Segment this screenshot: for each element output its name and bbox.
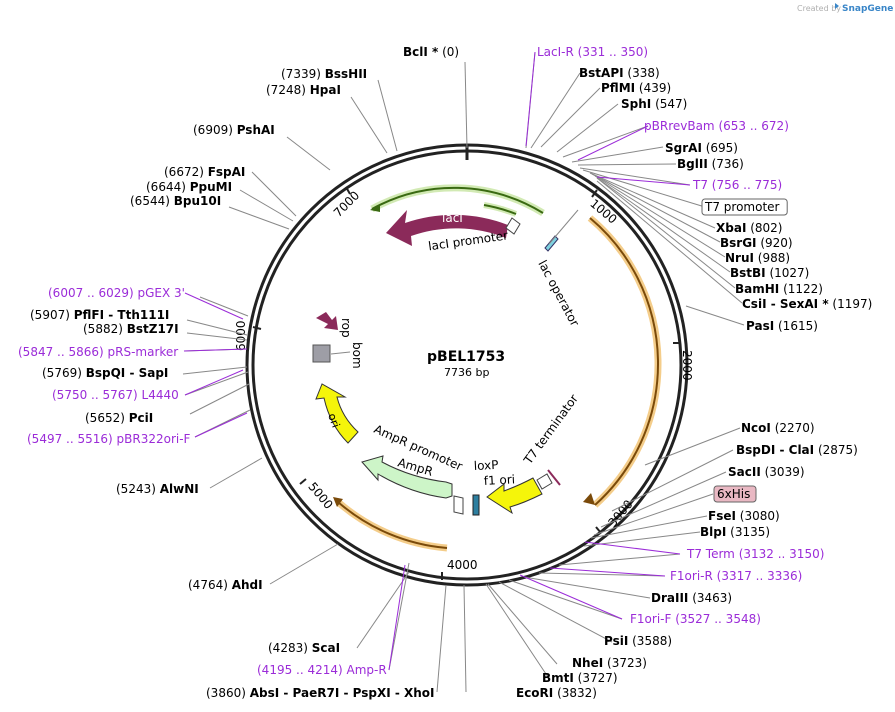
orange-arc-bottom-bg <box>335 499 448 552</box>
site-label[interactable]: BspDI - ClaI (2875) <box>736 443 858 457</box>
site-label[interactable]: (5907) PflFI - Tth111I <box>30 308 169 322</box>
site-label[interactable]: BlpI (3135) <box>700 525 770 539</box>
snapgene-logo-icon <box>835 3 839 9</box>
site-label[interactable]: (6909) PshAI <box>193 123 275 137</box>
tick-label-5000: 5000 <box>305 480 335 512</box>
site-label[interactable]: NheI (3723) <box>572 656 647 670</box>
lacI-arrow[interactable] <box>386 210 508 246</box>
site-label[interactable]: SacII (3039) <box>728 465 805 479</box>
site-label[interactable]: (5750 .. 5767) L4440 <box>52 388 179 402</box>
site-label[interactable]: (6672) FspAI <box>164 165 245 179</box>
bom-line <box>330 351 351 355</box>
site-label[interactable]: NcoI (2270) <box>741 421 815 435</box>
site-label[interactable]: PasI (1615) <box>746 319 818 333</box>
lac-operator-line <box>548 209 579 245</box>
tick-label-4000: 4000 <box>447 558 478 572</box>
site-label[interactable]: (5243) AlwNI <box>116 482 199 496</box>
site-label[interactable]: BstBI (1027) <box>730 266 809 280</box>
site-label[interactable]: BamHI (1122) <box>735 282 823 296</box>
tick-label-6000: 6000 <box>234 320 248 351</box>
lacI-promoter-arrow[interactable] <box>505 217 521 235</box>
site-label[interactable]: T7 Term (3132 .. 3150) <box>686 547 824 561</box>
site-label[interactable]: BclI * (0) <box>403 45 459 59</box>
site-label[interactable]: (4283) ScaI <box>268 641 340 655</box>
t7-terminator-marker[interactable] <box>536 473 553 490</box>
site-label[interactable]: NruI (988) <box>725 251 790 265</box>
site-labels: BclI * (0) (7339) BssHII (7248) HpaI (6909)… <box>18 45 872 700</box>
lac-operator-label: lac operator <box>535 258 582 329</box>
site-label[interactable]: BglII (736) <box>677 157 744 171</box>
ampR-promoter-arrow[interactable] <box>453 495 464 515</box>
snapgene-brand-text: SnapGene <box>842 4 893 14</box>
site-label[interactable]: LacI-R (331 .. 350) <box>537 45 648 59</box>
site-label[interactable]: F1ori-F (3527 .. 3548) <box>630 612 761 626</box>
green-arc-outer <box>371 186 544 214</box>
leader-lines <box>182 51 745 693</box>
t7-terminator-label: T7 terminator <box>521 392 581 468</box>
site-label[interactable]: (7248) HpaI <box>266 83 341 97</box>
site-label[interactable]: (5652) PciI <box>85 411 153 425</box>
site-label[interactable]: F1ori-R (3317 .. 3336) <box>670 569 802 583</box>
site-label[interactable]: BmtI (3727) <box>542 671 618 685</box>
site-label[interactable]: T7 (756 .. 775) <box>692 178 782 192</box>
site-label[interactable]: (6007 .. 6029) pGEX 3' <box>48 286 185 300</box>
site-label[interactable]: (5769) BspQI - SapI <box>42 366 168 380</box>
feature-box <box>701 198 788 216</box>
site-label[interactable]: PflMI (439) <box>601 81 671 95</box>
lacI-label: lacI <box>442 211 463 225</box>
t7-terminator-line <box>547 469 561 486</box>
plasmid-size: 7736 bp <box>444 366 489 379</box>
site-label[interactable]: (6544) Bpu10I <box>130 194 221 208</box>
site-label[interactable]: T7 promoter <box>704 200 780 214</box>
site-label[interactable]: PsiI (3588) <box>604 634 672 648</box>
f1-ori-label: f1 ori <box>483 472 515 488</box>
site-label[interactable]: SgrAI (695) <box>665 141 738 155</box>
ori-label: ori <box>325 412 342 430</box>
site-label[interactable]: (4764) AhdI <box>188 578 263 592</box>
green-arc-outer-arrow-icon <box>370 204 380 212</box>
site-label[interactable]: EcoRI (3832) <box>516 686 597 700</box>
site-label[interactable]: (5497 .. 5516) pBR322ori-F <box>27 432 191 446</box>
tag-box <box>713 485 757 503</box>
site-label[interactable]: CsiI - SexAI * (1197) <box>742 297 872 311</box>
primer-lines <box>183 51 691 671</box>
rop-label: rop <box>339 318 353 338</box>
site-label[interactable]: pBRrevBam (653 .. 672) <box>644 119 789 133</box>
site-label[interactable]: (6644) PpuMI <box>146 180 232 194</box>
plasmid-name: pBEL1753 <box>427 349 505 365</box>
site-label[interactable]: (3860) AbsI - PaeR7I - PspXI - XhoI <box>206 686 435 700</box>
rop-arrow[interactable] <box>316 312 338 330</box>
tick-label-7000: 7000 <box>331 188 362 219</box>
orange-arc-right-arrow-icon <box>583 493 595 505</box>
green-arc-inner <box>483 204 517 215</box>
loxP-box[interactable] <box>472 494 480 516</box>
f1-ori-arrow[interactable] <box>486 477 543 515</box>
site-label[interactable]: (5882) BstZ17I <box>83 322 179 336</box>
site-label[interactable]: FseI (3080) <box>708 509 780 523</box>
ori-arrow[interactable] <box>315 383 359 444</box>
site-label[interactable]: (5847 .. 5866) pRS-marker <box>18 345 178 359</box>
created-by-text: Created by <box>797 4 841 13</box>
lacI-promoter-label: lacI promoter <box>427 228 509 253</box>
site-label[interactable]: BstAPI (338) <box>579 66 660 80</box>
site-label[interactable]: (4195 .. 4214) Amp-R <box>257 663 387 677</box>
orange-arc-bottom <box>337 501 448 549</box>
site-label[interactable]: BsrGI (920) <box>720 236 793 250</box>
site-label[interactable]: DraIII (3463) <box>651 591 732 605</box>
bom-box[interactable] <box>312 344 331 363</box>
bom-label: bom <box>350 342 364 369</box>
orange-arc-bottom-arrow-icon <box>333 497 343 507</box>
lac-operator-box[interactable] <box>544 235 559 252</box>
tick-label-2000: 2000 <box>680 350 694 381</box>
site-label[interactable]: (7339) BssHII <box>281 67 367 81</box>
site-label[interactable]: 6xHis <box>717 487 750 501</box>
site-label[interactable]: XbaI (802) <box>716 221 783 235</box>
site-label[interactable]: SphI (547) <box>621 97 687 111</box>
ampR-arrow[interactable] <box>361 455 453 499</box>
loxP-label: loxP <box>473 458 498 473</box>
orange-arc-right-bg <box>587 215 662 508</box>
orange-arc-right <box>589 217 659 506</box>
